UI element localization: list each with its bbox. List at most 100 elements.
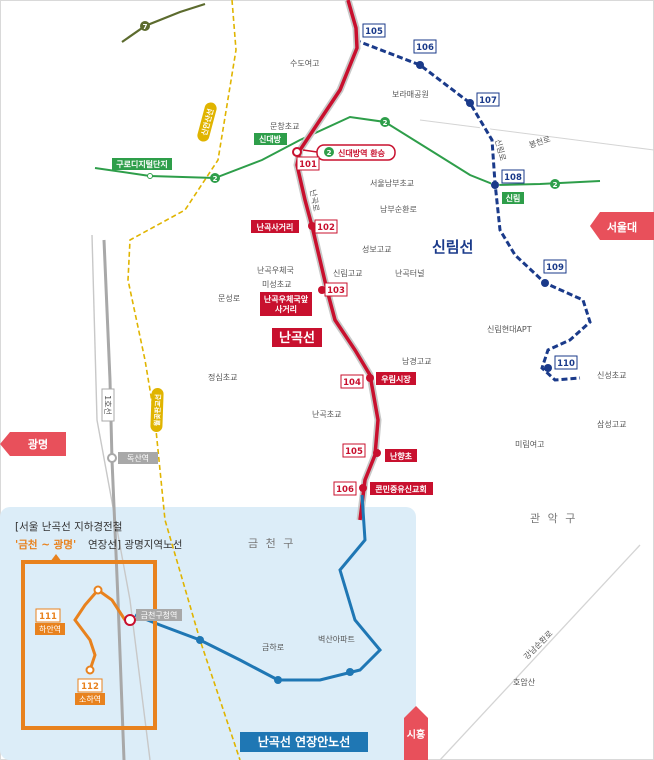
ext-station-dot — [274, 676, 282, 684]
place-label: 난곡초교 — [312, 410, 341, 419]
line1-text: 1호선 — [103, 395, 112, 415]
sillim-station-num: 108 — [504, 173, 522, 183]
place-label: 미림여고 — [515, 439, 544, 449]
geumcheon-label: 금 천 구 — [248, 536, 295, 550]
hagan-dot — [93, 585, 103, 595]
soha-label — [75, 693, 105, 705]
sillim-station-box — [362, 23, 386, 38]
nangok-station-name: 콘민중유신교회 — [375, 484, 427, 494]
hagan-num: 111 — [39, 612, 57, 622]
sillim-station-num: 109 — [546, 263, 564, 273]
line2-badge — [550, 179, 560, 189]
soha-dot — [85, 665, 95, 675]
place-labels: 수도여고 보라매공원 문창초교 봉천로 서울남부초교 남부순환로 신림로 성보고… — [208, 58, 626, 687]
nangok-station-num: 102 — [317, 223, 335, 233]
nangok-station-box — [333, 481, 357, 496]
place-label: 정심초교 — [208, 372, 237, 382]
seoul-univ-text: 서울대 — [607, 220, 637, 234]
place-label: 난곡로 — [308, 189, 321, 212]
place-label: 서울남부초교 — [370, 179, 414, 188]
nangok-station-box — [342, 443, 366, 458]
transfer-text: 신대방역 환승 — [338, 148, 386, 158]
wolgot-text: 월곶판교선 — [152, 394, 162, 426]
nangok-station-num: 104 — [343, 378, 361, 388]
gwangmyeong-text: 광명 — [28, 437, 48, 451]
line2-badge-text: 2 — [213, 175, 218, 183]
extension-track — [134, 494, 383, 682]
sillim-station-num: 106 — [416, 43, 434, 53]
sillim-stations: 105 106 107 108 109 110 신림 — [362, 23, 578, 372]
line2-track — [94, 115, 601, 187]
transfer-badge-text: 2 — [327, 149, 332, 157]
inset-box — [21, 560, 157, 730]
place-label: 난곡터널 — [395, 269, 424, 278]
sillim-st-label — [502, 192, 524, 204]
place-label: 문성로 — [218, 294, 240, 303]
sindaebang-text: 신대방 — [259, 134, 282, 144]
nangok-station-name: 사거리 — [275, 304, 297, 314]
soha-num: 112 — [81, 682, 99, 692]
place-label: 신림고교 — [333, 268, 362, 278]
place-label: 남부순환로 — [380, 204, 417, 214]
nangok-station-box — [324, 282, 348, 297]
line2-badge — [324, 147, 334, 157]
sillim-station-dot — [544, 364, 552, 372]
inset-title-highlight: '금천 ~ 광명' — [15, 538, 76, 551]
place-label: 미성초교 — [262, 280, 291, 289]
place-label: 성보고교 — [362, 245, 391, 254]
gangnam-sunhwan-road — [439, 544, 641, 760]
nangok-station-label — [370, 482, 433, 495]
place-label: 호암산 — [513, 677, 536, 687]
doksan-dot — [107, 453, 117, 463]
line7-track — [121, 2, 206, 43]
transfer-callout — [316, 144, 396, 161]
place-label: 신성초교 — [597, 371, 626, 380]
nangok-station-dot — [318, 286, 326, 294]
sillim-station-box — [476, 92, 500, 107]
place-label: 남경고교 — [402, 356, 431, 366]
sillim-station-box — [501, 169, 525, 184]
inset-title-2: 연장선] 광명지역노선 — [88, 539, 182, 551]
siheung-arrow: 시흥 — [404, 706, 428, 760]
bongcheon-road — [419, 119, 654, 151]
nangok-station-name: 난향초 — [390, 451, 413, 461]
geumcheon-office-text: 금천구청역 — [141, 610, 178, 620]
inset-title-1: [서울 난곡선 지하경전철 — [15, 520, 122, 533]
place-label: 보라매공원 — [392, 90, 429, 99]
line2-badge — [210, 173, 220, 183]
guro-digital-label — [112, 158, 172, 170]
sillim-station-box — [413, 39, 437, 54]
nangok-station-num: 101 — [299, 160, 317, 170]
sinansan-track — [127, 0, 241, 760]
wolgot-label: 월곶판교선 — [150, 388, 164, 432]
place-label: 난곡우체국 — [257, 265, 294, 275]
doksan-text: 독산역 — [127, 453, 149, 463]
soha-num-box — [77, 678, 103, 693]
nangok-stations: 101 난곡사거리 102 난곡우체국앞 사거리 103 우림시장 104 난향… — [251, 147, 433, 496]
nangok-station-label — [385, 449, 417, 462]
nangok-station-num: 105 — [345, 447, 363, 457]
nangok-station-label — [251, 220, 299, 233]
gwanak-label: 관 악 구 — [530, 512, 577, 525]
extension-title: 난곡선 연장안노선 — [258, 734, 351, 749]
ext-station-dot — [196, 636, 204, 644]
sillim-station-box — [554, 355, 578, 370]
extension-title-box — [240, 732, 368, 752]
guro-digital-text: 구로디지털단지 — [116, 159, 168, 169]
sinansan-label-top: 신안산선 — [197, 102, 217, 142]
nangok-station-dot — [292, 147, 302, 157]
nangok-station-name: 우림시장 — [381, 374, 411, 384]
nangok-station-dot — [366, 374, 374, 382]
line2-badge — [380, 117, 390, 127]
sillim-station-box — [543, 259, 567, 274]
sillim-station-dot — [491, 181, 499, 189]
nangok-line-title: 난곡선 — [279, 330, 315, 346]
line1-label: 1호선 — [101, 388, 115, 422]
nangok-station-name: 난곡사거리 — [257, 222, 294, 232]
geumcheon-office-dot — [124, 614, 136, 626]
nangok-station-name: 난곡우체국앞 — [264, 294, 309, 304]
sillim-line-title: 신림선 — [432, 238, 473, 256]
line2-badge-text: 2 — [553, 181, 558, 189]
sillim-station-dot — [416, 61, 424, 69]
